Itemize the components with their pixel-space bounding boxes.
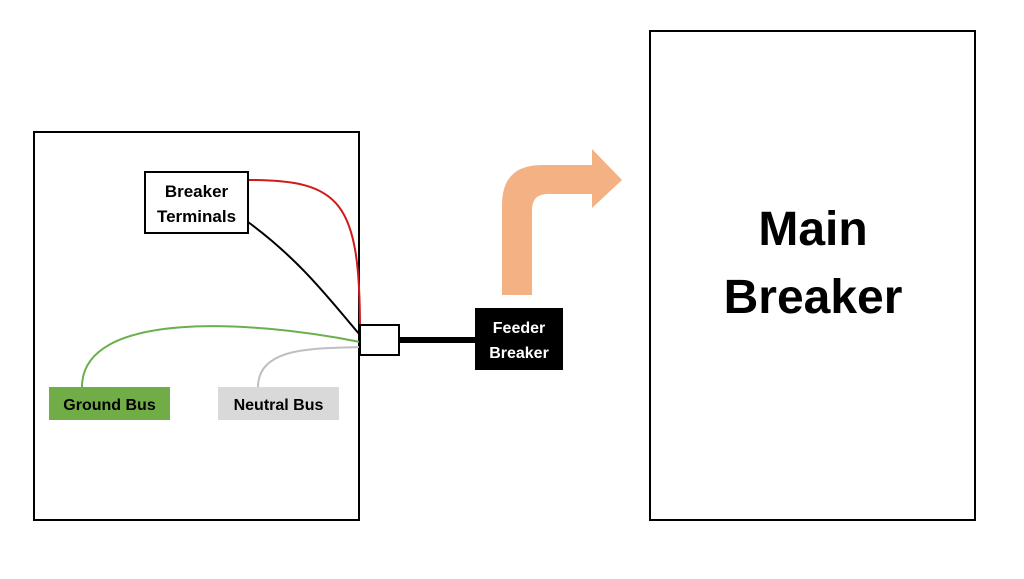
neutral-wire: [257, 346, 361, 388]
breaker-terminals-label-line1: Breaker: [165, 182, 229, 201]
red-hot-wire: [247, 179, 361, 331]
breaker-terminals-label-line2: Terminals: [157, 207, 236, 226]
black-hot-wire: [247, 221, 361, 336]
neutral-bus: [218, 387, 339, 420]
feeder-breaker-label-line2: Breaker: [489, 345, 549, 362]
main-breaker-label-line1: Main: [758, 203, 867, 256]
main-breaker-label-line2: Breaker: [724, 271, 903, 324]
feeder-breaker-label-line1: Feeder: [493, 320, 545, 337]
bent-arrow-icon: [502, 149, 622, 295]
connector-block: [359, 324, 400, 356]
ground-bus: [49, 387, 170, 420]
main-breaker-panel: [649, 30, 976, 521]
feeder-breaker: [475, 308, 563, 370]
breaker-terminals-box: [144, 171, 249, 234]
ground-wire: [81, 325, 361, 388]
ground-bus-label: Ground Bus: [63, 397, 156, 414]
neutral-bus-label: Neutral Bus: [234, 397, 324, 414]
